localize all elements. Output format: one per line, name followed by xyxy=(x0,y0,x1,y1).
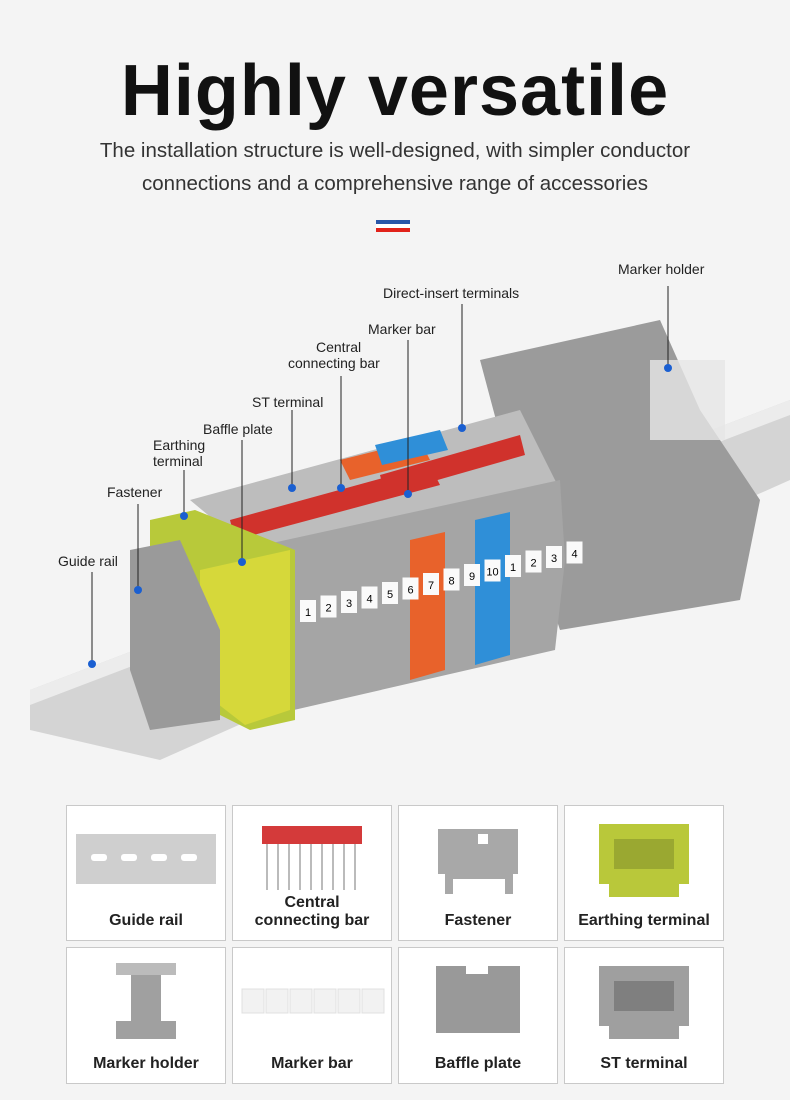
accessory-label: Marker holder xyxy=(93,1055,199,1072)
marker-number: 8 xyxy=(448,576,454,588)
callout-dot xyxy=(238,558,246,566)
connecting-bar-icon xyxy=(262,825,362,890)
accessory-label: Earthing terminal xyxy=(578,912,710,929)
marker-tag xyxy=(320,595,337,618)
callout-dot xyxy=(404,490,412,498)
marker-tag xyxy=(423,573,439,595)
marker-tag xyxy=(525,550,542,573)
marker-tag xyxy=(382,582,398,604)
accessory-label: Central connecting bar xyxy=(254,894,370,929)
marker-bar-icon xyxy=(241,988,385,1013)
marker-tag xyxy=(566,541,583,564)
callout-dot xyxy=(288,484,296,492)
accessory-label: Fastener xyxy=(444,912,512,929)
accessory-label: ST terminal xyxy=(600,1055,688,1072)
terminal-block-illustration: 1 2 3 4 5 6 7 8 9 10 1 2 3 4 xyxy=(30,286,790,760)
callout-fastener: Fastener xyxy=(107,484,163,500)
accessory-card-marker-holder: Marker holder xyxy=(66,947,226,1084)
accessory-card-guide-rail: Guide rail xyxy=(66,805,226,941)
marker-tag xyxy=(341,591,357,613)
callout-marker-holder: Marker holder xyxy=(618,261,705,277)
marker-number: 3 xyxy=(551,553,557,565)
marker-tag xyxy=(361,586,378,609)
accessory-card-connecting-bar: Central connecting bar xyxy=(232,805,392,941)
marker-tag xyxy=(464,564,480,586)
marker-number: 10 xyxy=(486,567,498,579)
marker-number: 2 xyxy=(530,558,536,570)
marker-tag xyxy=(505,555,521,577)
marker-number: 9 xyxy=(469,571,475,583)
callout-marker-bar: Marker bar xyxy=(368,321,436,337)
marker-number: 1 xyxy=(305,607,311,619)
accessory-card-marker-bar: Marker bar xyxy=(232,947,392,1084)
accessory-card-baffle-plate: Baffle plate xyxy=(398,947,558,1084)
marker-number: 2 xyxy=(325,603,331,615)
callout-dot xyxy=(337,484,345,492)
callout-guide-rail: Guide rail xyxy=(58,553,118,569)
guide-rail-icon xyxy=(76,833,216,884)
marker-tag xyxy=(300,600,316,622)
marker-tag xyxy=(546,546,562,568)
page-title: Highly versatile xyxy=(120,51,670,131)
accessory-card-earthing-terminal: Earthing terminal xyxy=(564,805,724,941)
earthing-terminal-icon xyxy=(599,823,689,897)
callout-baffle-plate: Baffle plate xyxy=(203,421,273,437)
product-diagram: 1 2 3 4 5 6 7 8 9 10 1 2 3 4 Marker holder Direct-ins… xyxy=(0,250,790,800)
callout-dot xyxy=(458,424,466,432)
marker-number: 5 xyxy=(387,589,393,601)
flag-divider-icon xyxy=(376,220,410,232)
callout-st-terminal: ST terminal xyxy=(252,394,324,410)
callout-dot xyxy=(180,512,188,520)
marker-tag xyxy=(443,568,460,591)
accessory-card-st-terminal: ST terminal xyxy=(564,947,724,1084)
marker-number: 6 xyxy=(407,585,413,597)
marker-number: 3 xyxy=(346,598,352,610)
marker-number: 4 xyxy=(571,549,577,561)
baffle-plate-icon xyxy=(436,965,520,1033)
accessory-label: Baffle plate xyxy=(434,1055,522,1072)
accessory-card-fastener: Fastener xyxy=(398,805,558,941)
marker-tag xyxy=(402,577,419,600)
accessory-label: Marker bar xyxy=(271,1055,353,1072)
subtitle-line-1: The installation structure is well-desig… xyxy=(99,139,691,162)
callout-direct-insert: Direct-insert terminals xyxy=(383,285,520,301)
callout-dot xyxy=(88,660,96,668)
subtitle: The installation structure is well-desig… xyxy=(0,134,790,200)
callout-dot xyxy=(664,364,672,372)
subtitle-line-2: connections and a comprehensive range of… xyxy=(142,172,648,195)
callout-dot xyxy=(134,586,142,594)
accessory-label: Guide rail xyxy=(109,912,183,929)
st-terminal-icon xyxy=(599,965,689,1039)
marker-number: 1 xyxy=(510,562,516,574)
marker-tag xyxy=(484,559,501,582)
marker-number: 7 xyxy=(428,580,434,592)
accessories-grid: Guide rail Central connecting bar Fasten… xyxy=(66,805,724,1084)
marker-number: 4 xyxy=(366,594,372,606)
fastener-icon xyxy=(438,828,518,894)
marker-holder-icon xyxy=(116,962,176,1039)
